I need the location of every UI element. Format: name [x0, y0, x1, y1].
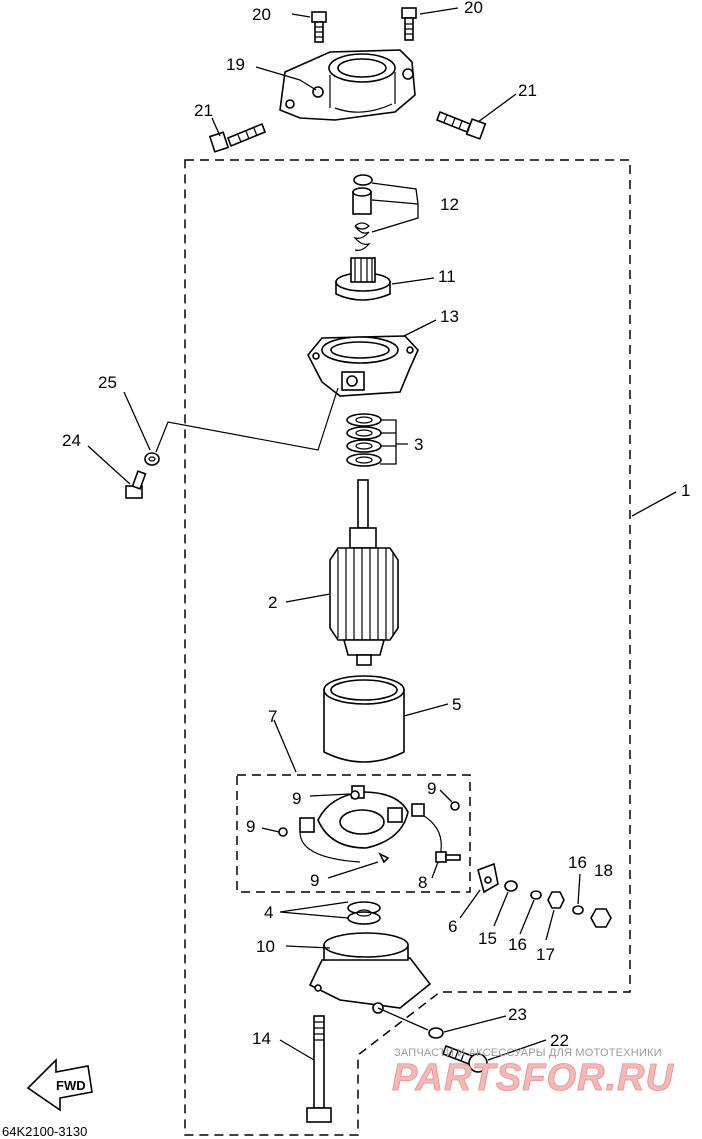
screw-9-right — [450, 801, 460, 811]
callout-24: 24 — [62, 431, 81, 450]
bolt-21-right — [435, 110, 487, 140]
washer-23 — [428, 1027, 444, 1039]
through-bolt-14 — [306, 1015, 332, 1123]
bolt-22 — [441, 1044, 488, 1073]
rear-cover-10 — [308, 932, 432, 1014]
callout-10: 10 — [256, 937, 275, 956]
callout-16-outer: 16 — [568, 853, 587, 872]
washer-set-3 — [346, 413, 382, 467]
callout-21-right: 21 — [518, 81, 537, 100]
callout-9-left: 9 — [246, 817, 255, 836]
lead-wire — [155, 387, 339, 453]
washer-15 — [504, 880, 518, 892]
callout-22: 22 — [550, 1031, 569, 1050]
screw-9-top — [350, 790, 360, 800]
callout-17: 17 — [536, 945, 555, 964]
lock-washer-16-inner — [530, 890, 542, 900]
callout-4: 4 — [264, 903, 273, 922]
callout-23: 23 — [508, 1005, 527, 1024]
brush-holder-7 — [299, 785, 442, 864]
lock-washer-16-outer — [572, 905, 584, 915]
leader-lines — [87, 7, 677, 1061]
drawing-code: 64K2100-3130 — [2, 1124, 87, 1139]
screw-24 — [125, 470, 147, 499]
watermark-brand: PARTSFOR.RU — [392, 1057, 674, 1099]
washer-set-4 — [347, 901, 381, 925]
callout-5: 5 — [452, 695, 461, 714]
callout-9-right: 9 — [427, 779, 436, 798]
bolt-20-left — [311, 11, 327, 43]
callout-15: 15 — [478, 929, 497, 948]
watermark-tagline: ЗАПЧАСТИ И АКСЕССУАРЫ ДЛЯ МОТОТЕХНИКИ — [394, 1047, 662, 1059]
callout-9-bottom: 9 — [310, 871, 319, 890]
callout-9-top: 9 — [292, 789, 301, 808]
washer-25 — [144, 452, 160, 466]
callout-13: 13 — [440, 307, 459, 326]
terminal-bolt-8 — [435, 851, 461, 863]
front-bracket-19 — [279, 49, 416, 121]
nut-18 — [590, 908, 612, 928]
pinion-stopper-set-12 — [352, 174, 373, 251]
front-cover-13 — [307, 335, 419, 397]
screw-9-left — [278, 827, 288, 837]
callout-18: 18 — [594, 861, 613, 880]
assembly-boundary-1 — [184, 159, 631, 1136]
callout-20-left: 20 — [252, 5, 271, 24]
watermark: ЗАПЧАСТИ И АКСЕССУАРЫ ДЛЯ МОТОТЕХНИКИ PA… — [392, 1047, 674, 1099]
nut-17 — [547, 891, 565, 909]
callout-25: 25 — [98, 373, 117, 392]
bolt-20-right — [401, 7, 417, 41]
callout-12: 12 — [440, 195, 459, 214]
callout-16-inner: 16 — [508, 935, 527, 954]
callout-14: 14 — [252, 1029, 271, 1048]
fwd-arrow: FWD — [26, 1058, 93, 1112]
terminal-plate-6 — [477, 862, 499, 894]
callout-19: 19 — [226, 55, 245, 74]
brush-group-boundary-7 — [236, 774, 471, 893]
callout-3: 3 — [414, 435, 423, 454]
callout-8: 8 — [418, 873, 427, 892]
callout-11: 11 — [438, 267, 456, 286]
callout-7: 7 — [268, 707, 277, 726]
callout-2: 2 — [268, 593, 277, 612]
callout-6: 6 — [448, 917, 457, 936]
bolt-21-left — [208, 122, 267, 153]
callout-1: 1 — [681, 481, 690, 500]
callout-numbers: 20 20 19 21 21 12 11 13 25 3 24 1 2 5 7 … — [62, 0, 690, 1050]
yoke-5 — [323, 675, 405, 763]
fwd-label: FWD — [56, 1078, 86, 1093]
callout-21-left: 21 — [194, 101, 213, 120]
callout-20-right: 20 — [464, 0, 483, 17]
armature-2 — [329, 479, 399, 666]
clutch-pinion-11 — [335, 257, 391, 301]
